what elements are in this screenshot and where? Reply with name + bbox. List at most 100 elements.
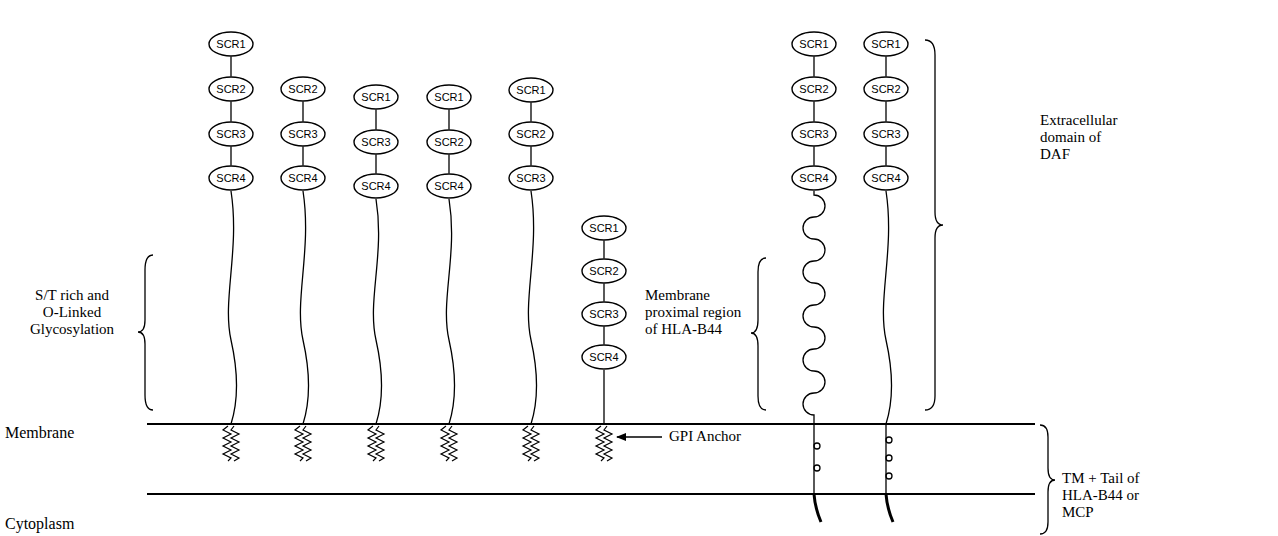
compartment-label: Cytoplasm — [5, 514, 115, 533]
scr-domain: SCR2 — [863, 76, 909, 102]
region-label: TM + Tail of HLA-B44 or MCP — [1062, 470, 1140, 521]
scr-domain: SCR3 — [208, 121, 254, 147]
tm-loop — [886, 437, 892, 443]
gpi-anchor — [523, 426, 539, 461]
domain-label: SCR2 — [216, 84, 245, 95]
domain-ellipse — [427, 130, 471, 154]
domain-ellipse — [582, 302, 626, 326]
domain-ellipse — [792, 32, 836, 56]
domain-label: SCR3 — [589, 309, 618, 320]
gpi-anchor — [295, 426, 311, 461]
domain-link — [448, 155, 449, 174]
domain-link — [302, 102, 303, 122]
domain-ellipse — [792, 166, 836, 190]
scr-domain: SCR4 — [581, 344, 627, 370]
region-label: Extracellular domain of DAF — [1040, 112, 1128, 163]
domain-link — [603, 241, 604, 259]
membrane-line — [147, 493, 1035, 495]
scr-domain: SCR4 — [791, 165, 837, 191]
domain-label: SCR1 — [434, 92, 463, 103]
domain-link — [885, 57, 886, 77]
tm-loop — [886, 473, 892, 479]
glyco-stalk — [300, 191, 308, 424]
domain-link — [375, 155, 376, 174]
brace — [751, 258, 766, 410]
domain-ellipse — [864, 122, 908, 146]
scr-domain: SCR1 — [581, 215, 627, 241]
scr-domain: SCR2 — [208, 76, 254, 102]
tm-loop — [886, 455, 892, 461]
gpi-anchor — [596, 426, 612, 461]
glyco-stalk — [228, 191, 236, 424]
scr-domain: SCR2 — [426, 129, 472, 155]
domain-ellipse — [509, 78, 553, 102]
domain-label: SCR4 — [799, 173, 828, 184]
scr-domain: SCR4 — [353, 173, 399, 199]
domain-label: SCR4 — [288, 173, 317, 184]
domain-label: SCR1 — [799, 39, 828, 50]
scr-domain: SCR2 — [791, 76, 837, 102]
scr-domain: SCR1 — [791, 31, 837, 57]
domain-label: SCR3 — [361, 137, 390, 148]
domain-ellipse — [281, 166, 325, 190]
scr-domain: SCR1 — [426, 84, 472, 110]
brace — [138, 255, 153, 410]
domain-label: SCR1 — [516, 85, 545, 96]
domain-ellipse — [509, 122, 553, 146]
gpi-anchor — [223, 426, 239, 461]
domain-label: SCR1 — [589, 223, 618, 234]
domain-link — [813, 147, 814, 166]
domain-link — [530, 147, 531, 166]
scr-domain: SCR1 — [208, 31, 254, 57]
brace — [1040, 425, 1055, 534]
domain-link — [603, 284, 604, 302]
scr-domain: SCR3 — [508, 165, 554, 191]
domain-ellipse — [354, 174, 398, 198]
scr-domain: SCR2 — [581, 258, 627, 284]
scr-domain: SCR4 — [863, 165, 909, 191]
scr-domain: SCR1 — [863, 31, 909, 57]
domain-link — [885, 147, 886, 166]
domain-label: SCR2 — [434, 137, 463, 148]
domain-label: SCR4 — [871, 173, 900, 184]
domain-label: SCR2 — [288, 84, 317, 95]
cytoplasmic-tail — [814, 494, 821, 522]
membrane-line — [147, 423, 1035, 425]
domain-ellipse — [209, 32, 253, 56]
glyco-stalk — [883, 191, 891, 494]
scr-domain: SCR4 — [426, 173, 472, 199]
domain-ellipse — [792, 122, 836, 146]
domain-link — [813, 57, 814, 77]
domain-link — [813, 102, 814, 122]
domain-ellipse — [792, 77, 836, 101]
domain-ellipse — [864, 77, 908, 101]
domain-link — [375, 110, 376, 130]
domain-link — [530, 103, 531, 122]
scr-domain: SCR3 — [581, 301, 627, 327]
domain-ellipse — [209, 122, 253, 146]
domain-ellipse — [209, 77, 253, 101]
glyco-stalk — [446, 199, 454, 424]
domain-label: SCR2 — [799, 84, 828, 95]
scr-domain: SCR3 — [863, 121, 909, 147]
domain-label: SCR2 — [871, 84, 900, 95]
domain-label: SCR4 — [361, 181, 390, 192]
domain-label: SCR2 — [516, 129, 545, 140]
domain-ellipse — [209, 166, 253, 190]
domain-link — [885, 102, 886, 122]
callout-label: GPI Anchor — [667, 428, 743, 445]
glyco-stalk — [373, 199, 381, 424]
gpi-anchor — [441, 426, 457, 461]
domain-label: SCR3 — [216, 129, 245, 140]
hla-proximal-region — [803, 191, 825, 494]
domain-label: SCR1 — [361, 92, 390, 103]
pointer-arrow — [617, 436, 662, 438]
scr-domain: SCR2 — [280, 76, 326, 102]
domain-label: SCR4 — [216, 173, 245, 184]
domain-ellipse — [427, 85, 471, 109]
domain-label: SCR1 — [871, 39, 900, 50]
scr-domain: SCR3 — [353, 129, 399, 155]
